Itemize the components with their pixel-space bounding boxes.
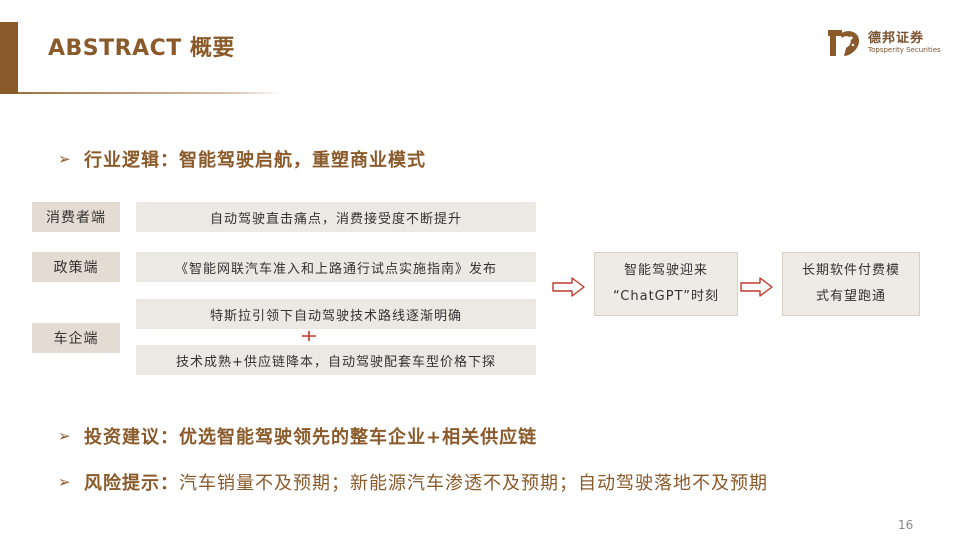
box-outcome-chatgpt-moment: 智能驾驶迎来 “ChatGPT”时刻 — [594, 252, 738, 316]
tag-consumer: 消费者端 — [32, 202, 120, 232]
plus-icon — [302, 331, 316, 341]
tag-policy: 政策端 — [32, 252, 120, 282]
arrow-right-icon — [552, 277, 585, 297]
outcome-2-line-2: 式有望跑通 — [815, 289, 886, 304]
industry-logic-text: 行业逻辑：智能驾驶启航，重塑商业模式 — [84, 150, 426, 171]
bullet-investment: ➢ 投资建议：优选智能驾驶领先的整车企业+相关供应链 — [58, 423, 537, 449]
company-logo: 德邦证券 Topsperity Securities — [826, 24, 946, 62]
box-oem-text-2: 技术成熟+供应链降本，自动驾驶配套车型价格下探 — [136, 345, 536, 375]
box-consumer-text: 自动驾驶直击痛点，消费接受度不断提升 — [136, 202, 536, 232]
tag-oem: 车企端 — [32, 323, 120, 353]
bullet-arrow-icon: ➢ — [58, 427, 71, 445]
arrow-right-icon — [740, 277, 773, 297]
box-outcome-software-subscription: 长期软件付费模 式有望跑通 — [782, 252, 920, 316]
box-oem-text-1: 特斯拉引领下自动驾驶技术路线逐渐明确 — [136, 299, 536, 329]
header-accent-bar — [0, 22, 18, 94]
bullet-risk: ➢ 风险提示： 汽车销量不及预期；新能源汽车渗透不及预期；自动驾驶落地不及预期 — [58, 469, 768, 495]
bullet-arrow-icon: ➢ — [58, 473, 71, 491]
header-underline — [18, 92, 283, 94]
outcome-1-line-2: “ChatGPT”时刻 — [613, 289, 719, 304]
topsperity-logo-icon — [826, 26, 862, 60]
logo-english-name: Topsperity Securities — [868, 46, 941, 54]
risk-label: 风险提示： — [84, 473, 179, 494]
bullet-arrow-icon: ➢ — [58, 150, 71, 168]
page-title: ABSTRACT 概要 — [48, 36, 235, 61]
bullet-industry-logic: ➢ 行业逻辑：智能驾驶启航，重塑商业模式 — [58, 146, 426, 172]
logo-chinese-name: 德邦证券 — [868, 31, 925, 46]
risk-text: 汽车销量不及预期；新能源汽车渗透不及预期；自动驾驶落地不及预期 — [179, 473, 768, 494]
investment-text: 投资建议：优选智能驾驶领先的整车企业+相关供应链 — [84, 427, 538, 448]
page-number: 16 — [898, 518, 914, 532]
outcome-2-line-1: 长期软件付费模 — [801, 263, 900, 278]
outcome-1-line-1: 智能驾驶迎来 — [623, 263, 708, 278]
box-policy-text: 《智能网联汽车准入和上路通行试点实施指南》发布 — [136, 252, 536, 282]
